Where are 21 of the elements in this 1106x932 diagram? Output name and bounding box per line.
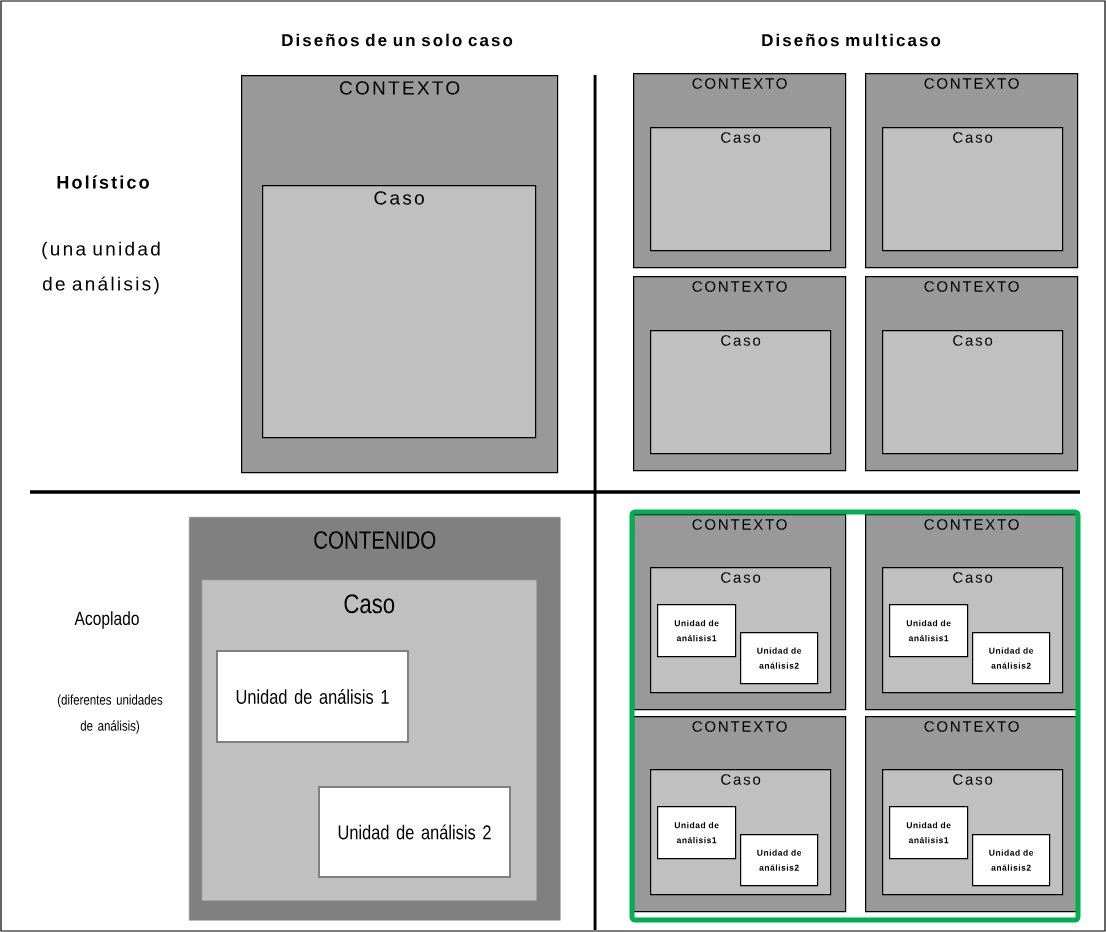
row-heading: Acoplado [74,611,139,629]
case-box: Caso [262,185,537,439]
row-note: (una unidad de análisis) [42,241,160,295]
unit-box: Unidad de análisis1 [657,604,737,658]
column-heading: Diseños multicaso [762,33,941,47]
case-box: Caso [650,127,832,252]
case-box: Caso [882,127,1064,252]
unit-box: Unidad de análisis2 [972,632,1051,685]
row-heading: Holístico [57,175,149,189]
unit-box: Unidad de análisis2 [740,834,819,887]
unit-box: Unidad de análisis2 [740,632,819,685]
column-heading: Diseños de un solo caso [282,33,513,47]
row-note: (diferentes unidades de análisis) [57,694,163,734]
unit-box: Unidad de análisis1 [889,604,969,658]
unit-box: Unidad de análisis1 [657,806,737,860]
unit-box: Unidad de análisis1 [889,806,969,860]
unit-box: Unidad de análisis 1 [216,650,409,743]
case-box: Caso [650,330,832,455]
case-box: Caso [882,330,1064,455]
unit-box: Unidad de análisis 2 [318,786,511,878]
unit-box: Unidad de análisis2 [972,834,1051,887]
